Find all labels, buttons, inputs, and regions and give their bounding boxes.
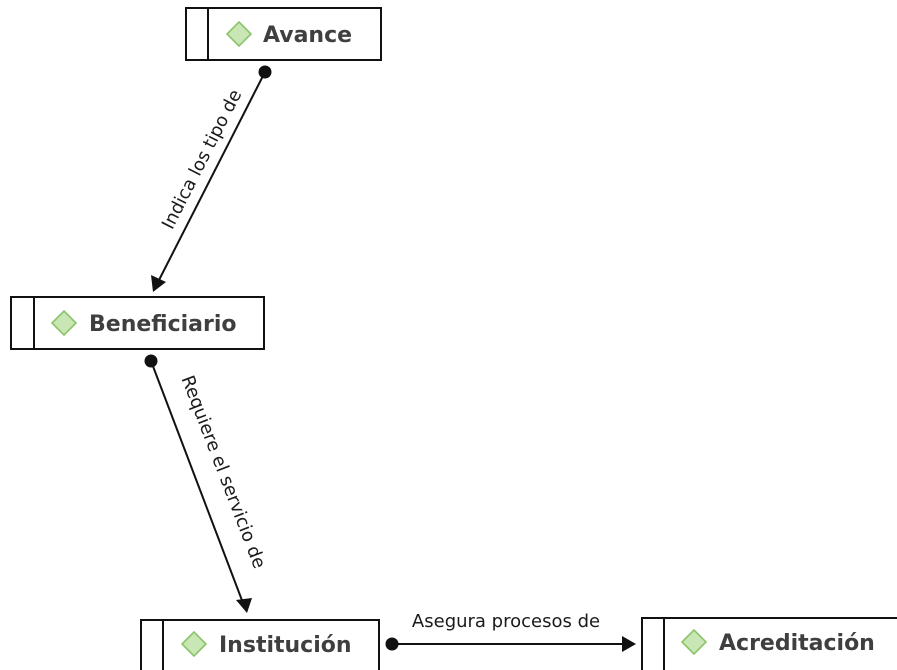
relation-label: Indica los tipo de [158,86,246,232]
entity-label: Institución [219,633,352,658]
relation-line [150,360,244,604]
relation-label: Requiere el servicio de [177,373,270,572]
relation-arrowhead [151,275,166,292]
entity-box [185,7,382,61]
entity-box [10,296,265,350]
relation-line [157,71,266,283]
entity-label: Beneficiario [89,312,237,337]
relation-arrowhead [236,598,252,613]
relation-arrowhead [622,636,636,652]
diamond-icon [680,628,708,656]
relation-start-dot [144,354,158,368]
entity-acreditacion[interactable]: Acreditación [641,617,897,670]
entity-avance[interactable]: Avance [185,7,382,61]
diamond-icon [225,20,253,48]
relation-start-dot [258,65,272,79]
entity-beneficiario[interactable]: Beneficiario [10,296,265,350]
entity-label: Avance [263,23,352,48]
relation-institucion-acreditacion[interactable]: Asegura procesos de [385,611,637,652]
relation-label: Asegura procesos de [412,611,600,632]
diamond-icon [180,630,208,658]
entity-box [140,619,380,670]
entity-institucion[interactable]: Institución [140,619,380,670]
entity-label: Acreditación [719,631,875,656]
diamond-icon [50,309,78,337]
relation-avance-beneficiario[interactable]: Indica los tipo de [151,65,272,293]
relation-start-dot [385,637,399,651]
relation-beneficiario-institucion[interactable]: Requiere el servicio de [144,354,270,614]
